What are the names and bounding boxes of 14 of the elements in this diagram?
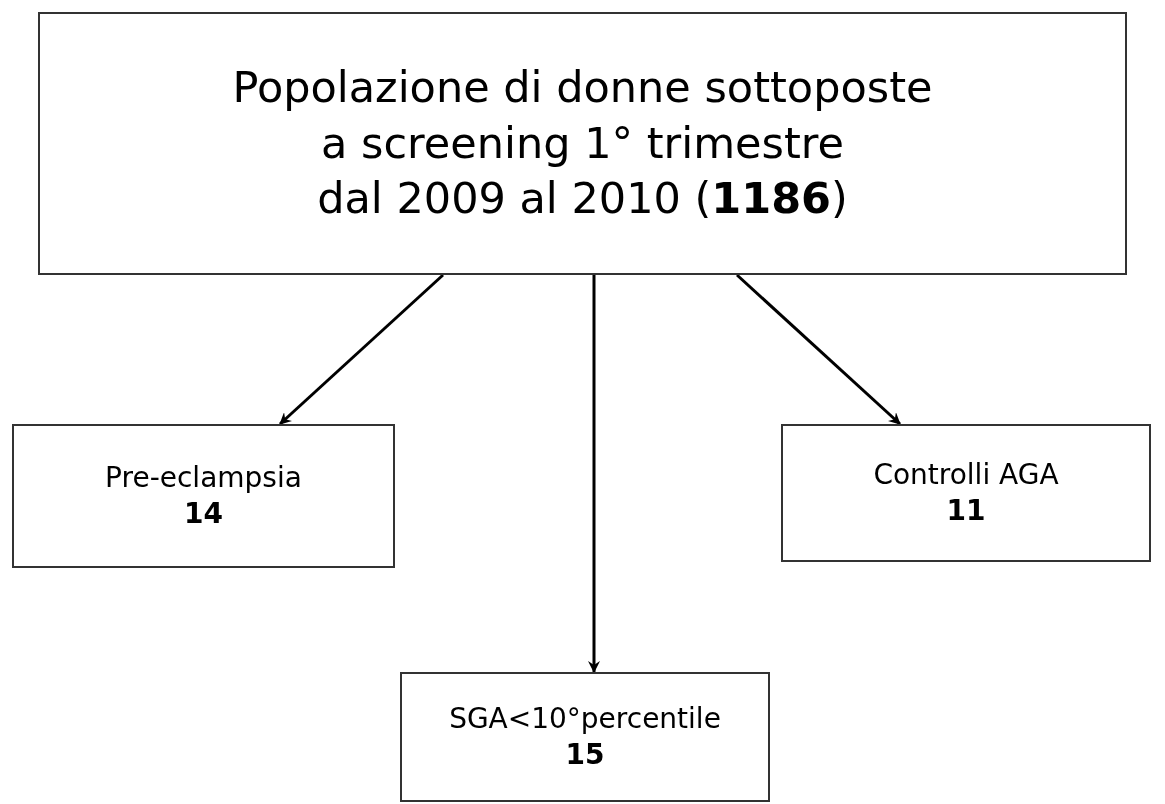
count-value: 15 [565,737,605,773]
box-title: Pre-eclampsia [105,459,302,496]
arrow [279,273,444,426]
count-value: 14 [184,496,223,532]
box-title: Popolazione di donne sottoposte a screening 1° trimestre dal 2009 al 2010 (1186) [231,60,934,226]
process-box [38,12,1127,275]
process-box [781,424,1151,562]
arrow [588,275,600,673]
process-box [400,672,770,802]
box-title: SGA<10°percentile [449,700,721,737]
count-value: 11 [946,493,986,529]
box-title: Controlli AGA [873,456,1059,493]
process-box [12,424,395,568]
arrow [736,273,901,426]
